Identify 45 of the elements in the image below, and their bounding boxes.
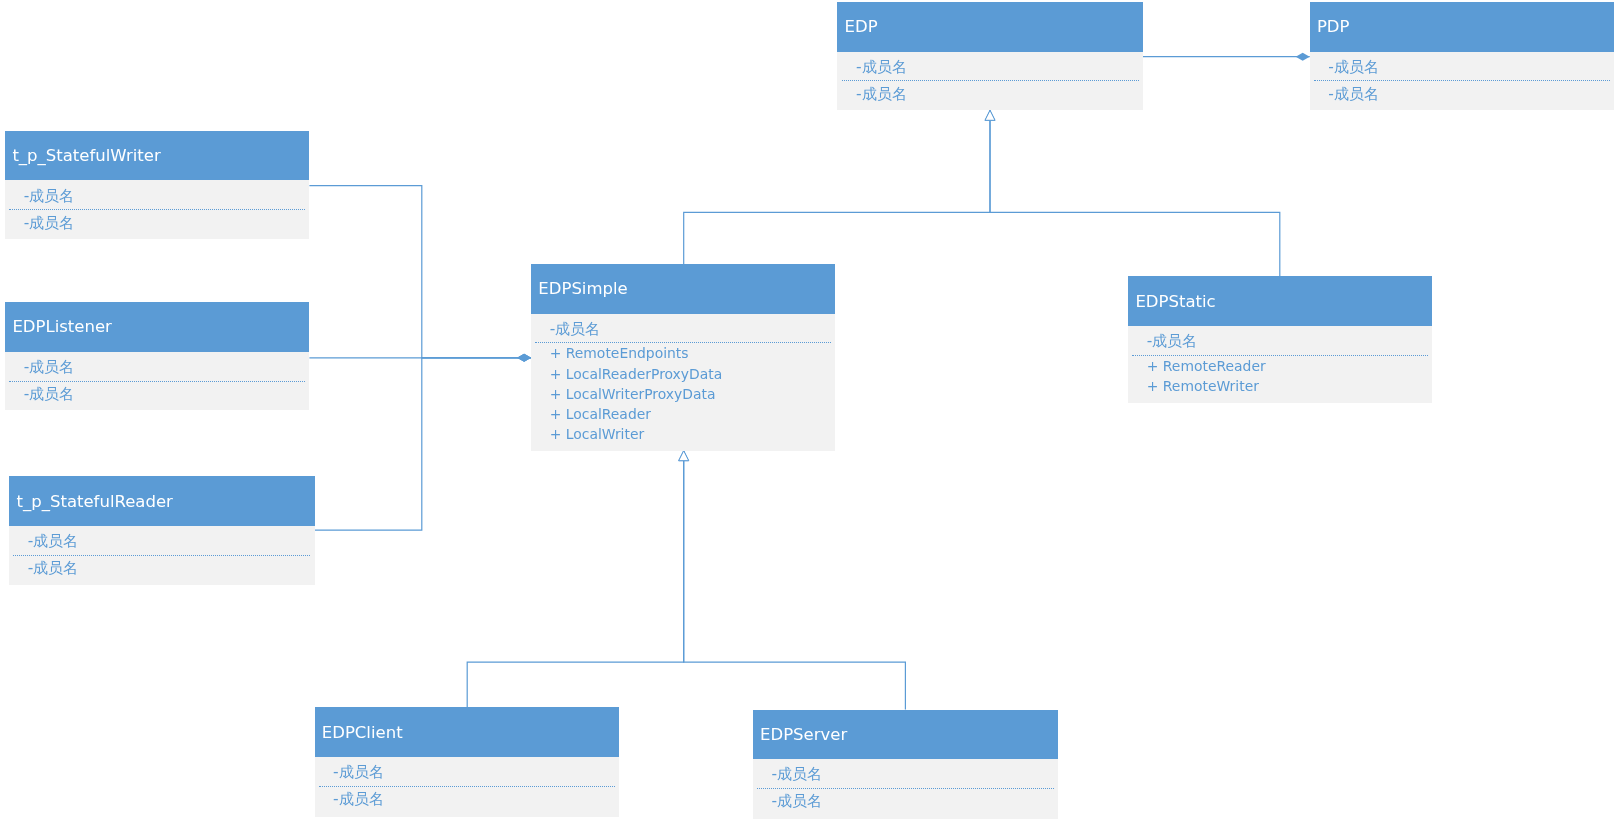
member-text: + LocalWriterProxyData: [549, 385, 716, 402]
class-name: EDPSimple: [538, 279, 628, 299]
composition-connector: [313, 353, 532, 531]
class-name: EDPServer: [760, 724, 848, 744]
member-text: -成员名: [333, 762, 384, 784]
class-box: [5, 130, 310, 240]
inheritance-arrow: [678, 450, 906, 711]
member-text: -成员名: [23, 185, 75, 207]
member-text: + LocalReaderProxyData: [549, 365, 723, 382]
member-text: -成员名: [333, 789, 384, 811]
class-box: [9, 476, 315, 585]
class-box: [1309, 2, 1614, 111]
member-text: -成员名: [1328, 57, 1379, 79]
class-name: t_p_StatefulReader: [16, 491, 173, 511]
class-name: EDPListener: [12, 317, 112, 337]
member-text: -成员名: [23, 357, 75, 379]
member-text: + RemoteEndpoints: [549, 345, 689, 362]
member-text: -成员名: [27, 531, 79, 553]
member-text: + LocalReader: [549, 405, 651, 422]
class-name: PDP: [1316, 17, 1350, 37]
class-name: EDP: [844, 17, 878, 37]
member-text: -成员名: [855, 57, 907, 79]
class-box: [837, 2, 1143, 111]
class-name: EDPStatic: [1135, 291, 1216, 311]
class-box: [314, 707, 619, 817]
class-box: [752, 709, 1059, 819]
composition-connector: [1142, 52, 1311, 61]
member-text: + RemoteReader: [1146, 357, 1266, 374]
member-text: -成员名: [855, 83, 907, 105]
class-box: [1128, 276, 1433, 404]
member-text: -成员名: [23, 212, 75, 234]
member-text: -成员名: [771, 764, 822, 786]
member-text: -成员名: [23, 383, 75, 405]
class-name: t_p_StatefulWriter: [12, 146, 161, 166]
member-text: -成员名: [1328, 83, 1379, 105]
class-name: EDPClient: [321, 722, 403, 742]
member-text: -成员名: [549, 319, 601, 340]
inheritance-arrow: [984, 109, 1281, 277]
member-text: + RemoteWriter: [1146, 377, 1259, 394]
member-text: + LocalWriter: [549, 425, 645, 442]
member-text: -成员名: [771, 791, 822, 813]
class-box: [5, 302, 310, 411]
class-box: [531, 264, 836, 451]
member-text: -成员名: [1146, 331, 1198, 353]
member-text: -成员名: [27, 558, 79, 580]
